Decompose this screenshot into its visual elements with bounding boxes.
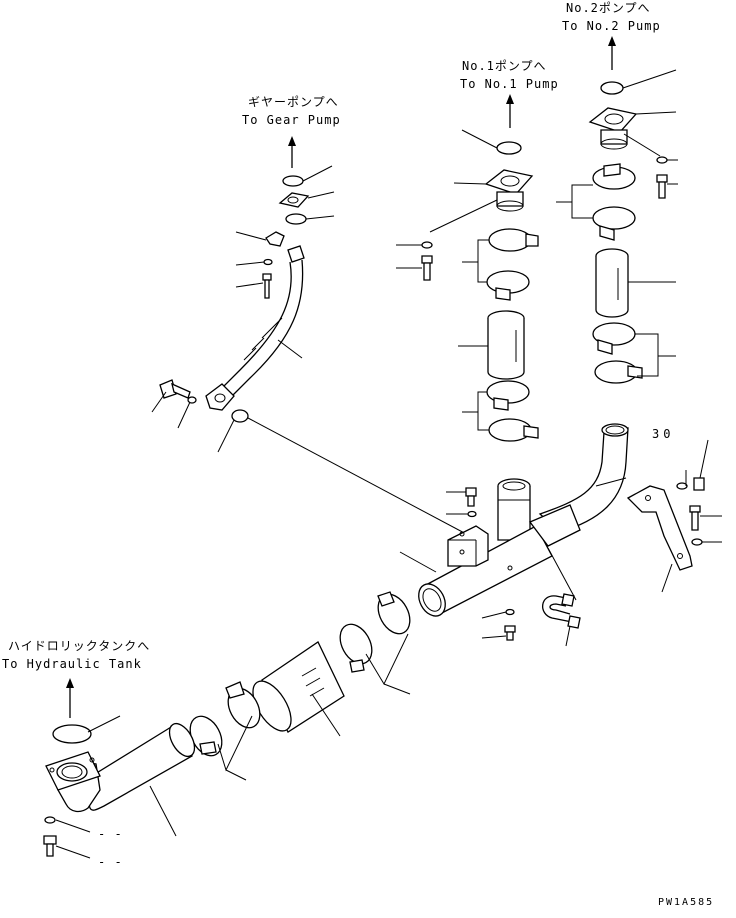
no2-pump-clamp-3	[592, 322, 636, 355]
tank-clamp-4	[189, 715, 223, 757]
tank-clamp-1	[377, 591, 411, 635]
manifold-block	[447, 525, 489, 567]
tank-bolt	[43, 835, 57, 857]
block-bolt	[465, 487, 477, 518]
gear-pump-label-en: To Gear Pump	[242, 113, 341, 127]
no1-pump-clamp-1	[488, 228, 539, 252]
tank-hose	[252, 641, 345, 733]
manifold-leaders	[399, 439, 722, 647]
tank-label-jp: ハイドロリックタンクへ	[8, 639, 151, 653]
callout-30: 30	[652, 427, 675, 441]
gear-pump-label-jp: ギヤーポンプへ	[248, 95, 339, 109]
no1-pump-clamp-3	[486, 380, 530, 411]
no2-pump-flange	[588, 107, 638, 150]
manifold-riser-no1	[497, 478, 531, 541]
gear-pump-arrow	[288, 136, 296, 168]
no2-pump-clamp-4	[594, 360, 643, 384]
tank-clamp-2	[339, 623, 373, 673]
no2-pump-bolt	[656, 174, 668, 199]
gear-pump-oring-3	[231, 409, 249, 423]
no2-pump-label-jp: No.2ポンプへ	[566, 1, 651, 15]
gear-pump-oring-2	[285, 213, 307, 225]
no1-pump-oring	[496, 141, 522, 155]
tank-clamp-3	[225, 681, 261, 729]
no2-pump-arrow	[608, 36, 616, 70]
no2-pump-clamp-2	[592, 206, 636, 241]
bracket-hardware	[676, 477, 705, 546]
no1-pump-leaders	[396, 129, 498, 431]
gear-pump-flange	[278, 192, 310, 208]
no1-pump-bolt	[421, 255, 433, 281]
drawing-id: PW1A585	[658, 897, 715, 908]
no1-pump-flange	[484, 169, 534, 212]
gear-pump-oring-1	[282, 175, 304, 187]
no2-pump-label-en: To No.2 Pump	[562, 19, 661, 33]
no2-pump-clamp-1	[592, 163, 636, 190]
tank-elbow-pipe	[45, 722, 196, 813]
gear-pump-clamp	[265, 231, 285, 247]
gear-pump-hose	[205, 245, 305, 411]
gear-pump-banjo-bolt	[159, 379, 197, 404]
u-tube	[542, 593, 581, 629]
tank-oring	[52, 724, 92, 744]
callout-dash-1: - -	[98, 827, 123, 841]
no2-pump-oring	[600, 81, 624, 95]
manifold-main-pipe	[418, 504, 581, 617]
bracket	[626, 485, 693, 571]
gear-pump-washer	[263, 258, 273, 266]
no1-pump-clamp-4	[488, 418, 539, 442]
no1-pump-hose	[487, 310, 525, 380]
manifold-elbow-no2	[538, 423, 629, 533]
callout-dash-2: - -	[98, 855, 123, 869]
tank-label-en: To Hydraulic Tank	[2, 657, 142, 671]
tank-leaders	[55, 633, 411, 859]
gear-pump-leaders	[151, 165, 335, 453]
no1-pump-label-jp: No.1ポンプへ	[462, 59, 547, 73]
tank-washer	[44, 816, 56, 824]
no1-pump-clamp-2	[486, 270, 530, 301]
no2-pump-washer	[656, 156, 668, 164]
tank-arrow	[66, 678, 74, 718]
no1-pump-arrow	[506, 94, 514, 128]
no1-pump-label-en: To No.1 Pump	[460, 77, 559, 91]
gear-pump-bolt	[262, 273, 272, 299]
no2-pump-leaders	[556, 69, 678, 377]
oring-leader-long	[247, 417, 471, 537]
no2-pump-hose	[595, 248, 629, 318]
no1-pump-washer	[421, 241, 433, 249]
pipe-bottom-bolt	[504, 608, 516, 641]
